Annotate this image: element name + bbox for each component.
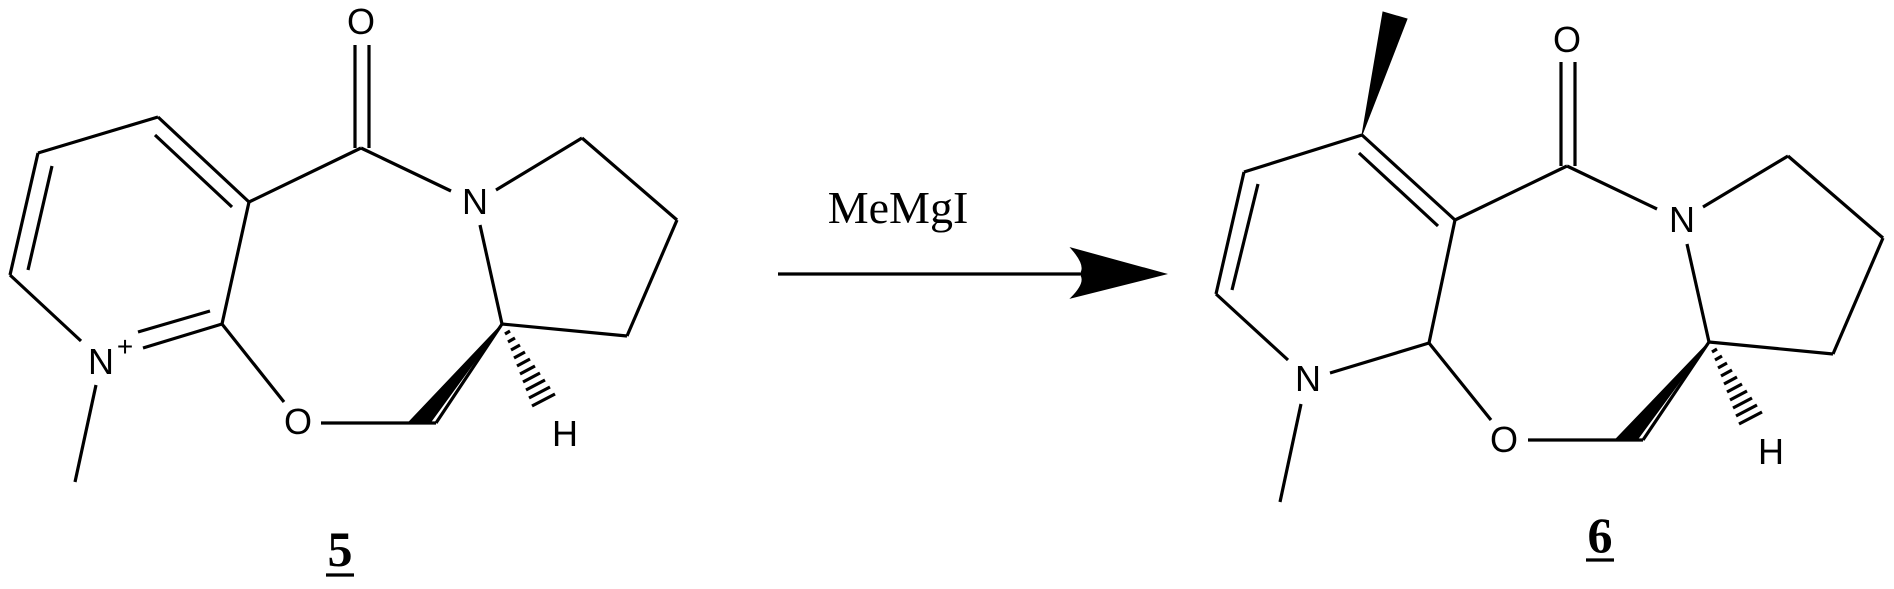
bond: [1708, 340, 1834, 356]
nitrogen-label: N: [1669, 199, 1695, 240]
bond: [495, 136, 583, 192]
bond: [1243, 133, 1363, 174]
bond: [1454, 164, 1568, 222]
bond: [1329, 341, 1430, 375]
bond: [1357, 151, 1440, 228]
oxygen-label: O: [347, 1, 375, 42]
bond: [142, 322, 223, 350]
bond: [1702, 154, 1789, 209]
bond: [1360, 133, 1457, 222]
bond: [8, 273, 83, 343]
bond: [1427, 341, 1493, 422]
bond: [360, 146, 452, 193]
bond: [220, 201, 251, 325]
oxygen-label: O: [1490, 419, 1518, 460]
nitrogen-label: N: [1295, 358, 1321, 399]
hashed-bond: [1711, 347, 1763, 426]
bond: [137, 309, 211, 334]
bond: [1214, 171, 1246, 295]
bond: [1786, 154, 1885, 240]
bond: [37, 115, 159, 155]
bond: [1427, 219, 1457, 344]
oxygen-label: O: [1553, 19, 1581, 60]
bond: [248, 146, 362, 204]
bond: [26, 165, 54, 271]
bond: [153, 133, 234, 209]
bond: [73, 384, 98, 483]
nitrogen-label: N: [88, 341, 114, 382]
compound-number: 6: [1588, 507, 1613, 563]
bond: [1566, 164, 1658, 211]
bond: [1685, 243, 1711, 343]
bond: [501, 322, 628, 338]
reactant-structure: O N N + O H 5: [8, 1, 679, 577]
bond: [580, 136, 679, 222]
bond: [1230, 183, 1260, 291]
arrow-head: [1069, 247, 1168, 299]
oxygen-label: O: [284, 401, 312, 442]
reaction-arrow: MeMgI: [778, 182, 1168, 299]
bond: [1641, 341, 1711, 441]
wedge-bond: [406, 323, 503, 424]
compound-number: 5: [328, 521, 353, 577]
methyl-wedge-bond: [1361, 11, 1408, 136]
wedge-bond: [1613, 341, 1710, 441]
bond: [1278, 403, 1303, 503]
bond: [8, 152, 40, 276]
bond: [625, 219, 679, 337]
bond: [478, 224, 504, 325]
bond: [1831, 237, 1885, 355]
hydrogen-label: H: [552, 413, 578, 454]
product-structure: O N N O H 6: [1214, 11, 1885, 563]
bond: [220, 323, 286, 403]
hydrogen-label: H: [1758, 431, 1784, 472]
bond: [434, 323, 504, 424]
hashed-bond: [504, 329, 556, 408]
bond: [1214, 292, 1290, 362]
nitrogen-label: N: [462, 181, 488, 222]
bond: [156, 115, 251, 204]
reagent-label: MeMgI: [828, 182, 969, 233]
positive-charge: +: [117, 331, 133, 362]
